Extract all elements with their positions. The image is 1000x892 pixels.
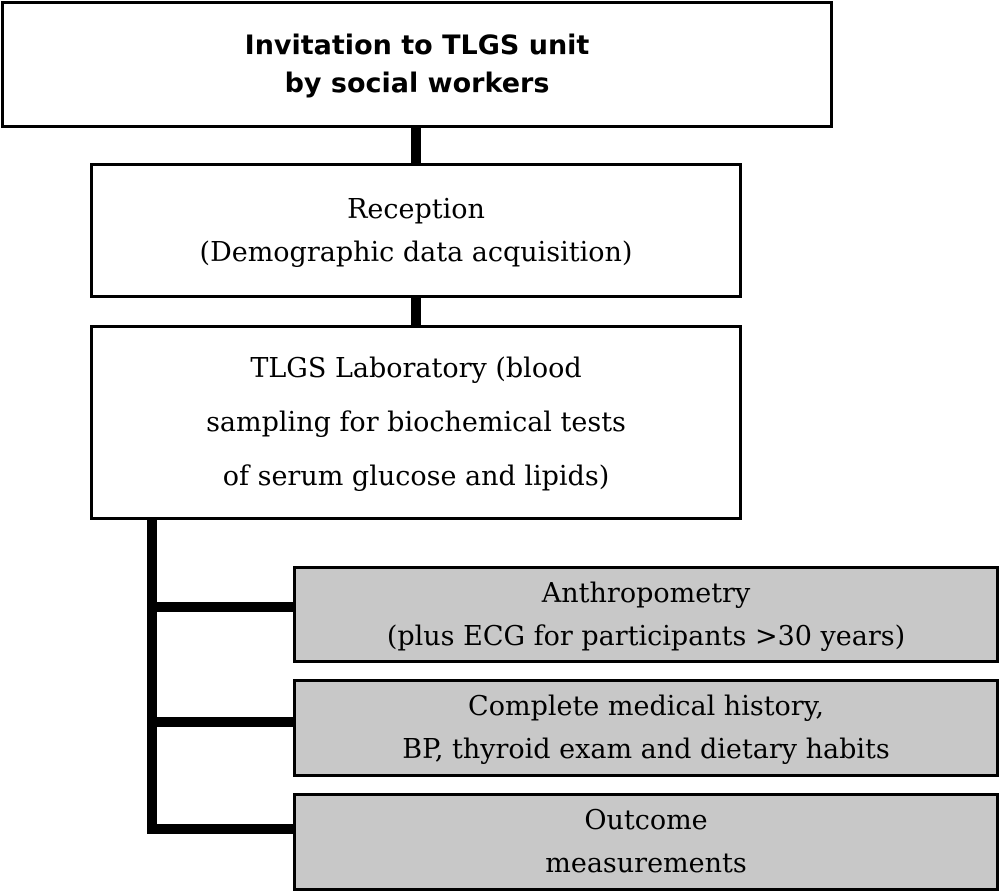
invitation-line-2: by social workers (284, 67, 550, 99)
anthropometry-line-2: (plus ECG for participants >30 years) (386, 620, 906, 652)
reception-line-1: Reception (347, 193, 485, 225)
outcome-line-2: measurements (545, 848, 747, 879)
laboratory-box: TLGS Laboratory (blood sampling for bioc… (90, 325, 742, 520)
laboratory-line-2: sampling for biochemical tests (206, 406, 626, 438)
connector-branch-outcome (147, 824, 296, 834)
laboratory-line-3: of serum glucose and lipids) (222, 460, 610, 492)
connector-branch-history (147, 717, 296, 727)
reception-box: Reception (Demographic data acquisition) (90, 163, 742, 298)
invitation-box: Invitation to TLGS unit by social worker… (1, 1, 833, 128)
laboratory-line-1: TLGS Laboratory (blood (250, 352, 582, 384)
outcome-box: Outcome measurements (293, 793, 999, 891)
medical-history-line-2: BP, thyroid exam and dietary habits (402, 734, 890, 765)
connector-branch-anthropometry (147, 602, 296, 612)
connector-trunk (147, 518, 157, 834)
connector-invitation-reception (411, 127, 421, 165)
outcome-line-1: Outcome (584, 805, 708, 836)
connector-reception-laboratory (411, 296, 421, 327)
medical-history-line-1: Complete medical history, (468, 691, 824, 722)
medical-history-box: Complete medical history, BP, thyroid ex… (293, 679, 999, 777)
invitation-line-1: Invitation to TLGS unit (244, 29, 590, 61)
anthropometry-box: Anthropometry (plus ECG for participants… (293, 566, 999, 663)
anthropometry-line-1: Anthropometry (541, 577, 751, 609)
reception-line-2: (Demographic data acquisition) (199, 236, 633, 268)
